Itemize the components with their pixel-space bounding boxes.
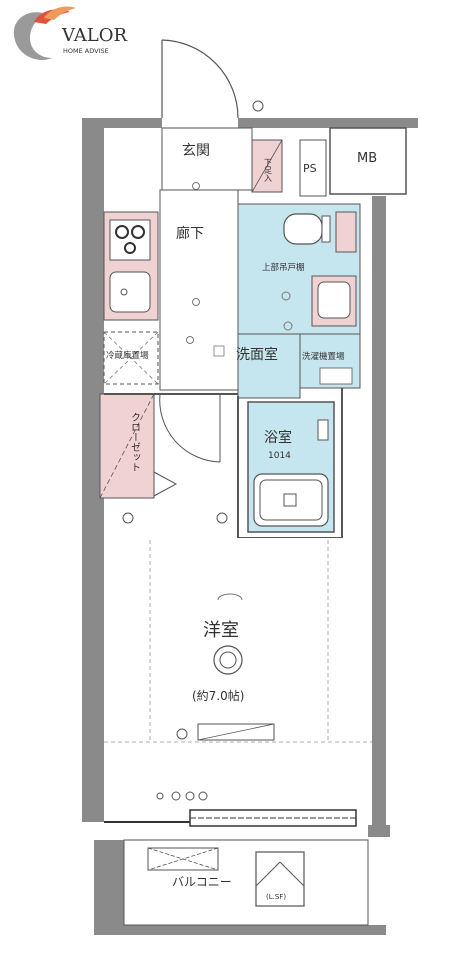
closet-label: クローゼット — [129, 412, 141, 472]
entry-marker — [252, 100, 264, 112]
sash-window — [189, 809, 357, 827]
entrance-label: 玄関 — [182, 142, 210, 159]
logo-brand: VALOR — [61, 25, 127, 46]
mb-label: MB — [357, 151, 377, 166]
entrance-door — [161, 39, 239, 119]
washer-space-label: 洗濯機置場 — [302, 351, 345, 362]
washroom-label: 洗面室 — [236, 346, 278, 363]
walls — [82, 118, 418, 935]
hallway-label: 廊下 — [176, 225, 204, 242]
bath-label: 浴室 — [264, 429, 292, 446]
balcony-label: バルコニー — [172, 875, 232, 889]
fridge-space-label: 冷蔵庫置場 — [106, 350, 149, 361]
company-logo: VALOR HOME ADVISE — [13, 6, 127, 60]
toilet-shelf-label: 上部吊戸棚 — [262, 262, 305, 273]
hatch-label: (L.SF) — [266, 893, 286, 901]
ps-label: PS — [303, 162, 317, 175]
shoe-closet-label: 下足入 — [264, 158, 273, 182]
bath-size-label: 1014 — [268, 451, 291, 461]
room-door — [159, 393, 230, 463]
logo-tagline: HOME ADVISE — [63, 47, 109, 55]
western-room-label: 洋室 — [203, 620, 239, 641]
western-room-area: (約7.0帖) — [192, 688, 244, 703]
